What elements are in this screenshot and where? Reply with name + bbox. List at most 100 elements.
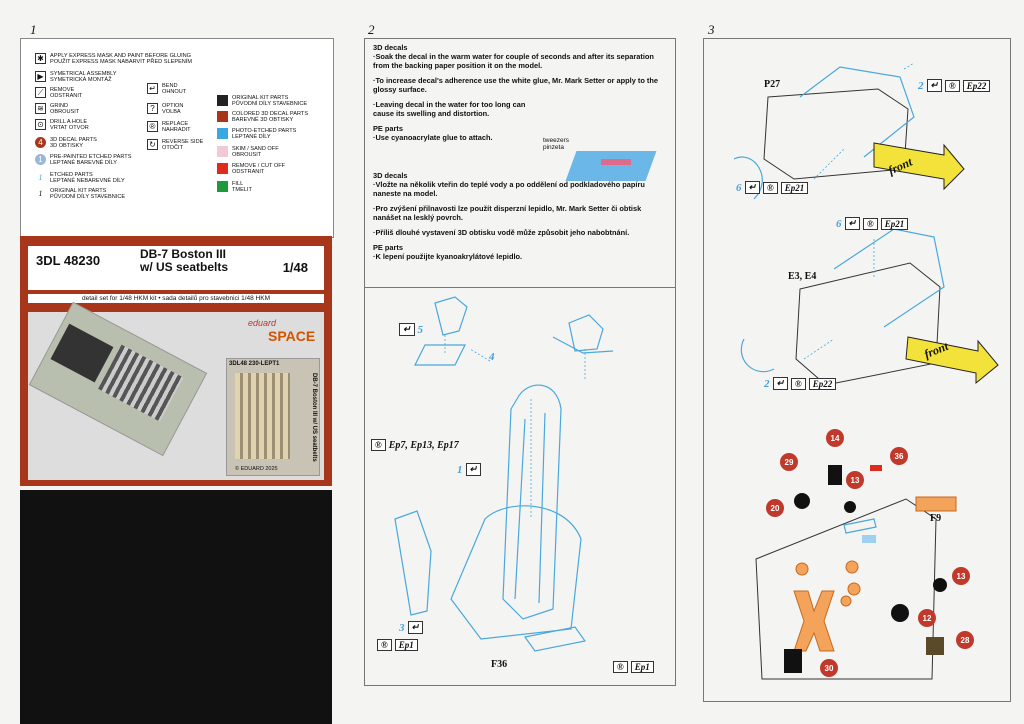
page-number-3: 3 — [708, 22, 715, 37]
ref-1-bend: 1↵ — [457, 463, 482, 476]
ref-bend-5: ↵5 — [399, 323, 423, 336]
product-name-line2: w/ US seatbelts — [140, 260, 229, 274]
ref-2-ep22-bottom: 2↵®Ep22 — [764, 377, 837, 390]
decal-sheet — [28, 301, 208, 457]
brand-logo-space: SPACE — [268, 328, 316, 344]
cockpit-diagram — [733, 62, 999, 680]
drill-icon: ⊙ — [35, 119, 46, 130]
legend-text: ORIGINAL KIT PARTS PŮVODNÍ DÍLY STAVEBNI… — [50, 188, 126, 200]
replace-icon: ® — [863, 217, 878, 230]
en-3d-title: 3D decals — [373, 43, 408, 52]
replace-icon: ® — [613, 661, 628, 673]
bend-icon: ↵ — [926, 79, 943, 92]
decal-badge: 29 — [780, 453, 798, 471]
page-number-2: 2 — [368, 22, 375, 37]
seat-diagram — [394, 296, 614, 652]
color-swatch — [217, 128, 228, 139]
legend-text: ETCHED PARTS LEPTANÉ NEBAREVNÉ DÍLY — [50, 172, 125, 184]
product-subtitle: detail set for 1/48 HKM kit • sada detai… — [28, 294, 324, 303]
instructions-en: 3D decals ·Soak the decal in the warm wa… — [373, 43, 663, 142]
legend-item: ?OPTION VOLBA — [147, 103, 183, 115]
replace-icon: ® — [377, 639, 392, 651]
product-photo: eduard SPACE 3DL48 230-LEPT1 DB-7 Boston… — [28, 301, 324, 480]
legend-text: OPTION VOLBA — [162, 103, 184, 115]
decal-instrument-panel — [50, 323, 114, 383]
decal-badge: 12 — [918, 609, 936, 627]
legend-item: ↵ BEND OHNOUT — [147, 83, 186, 95]
tweezers-label: tweezers pinzeta — [543, 137, 570, 151]
replace-icon: ® — [763, 181, 778, 194]
part-label: Ep21 — [880, 217, 909, 230]
cz-pe-step1: ·K lepení použijte kyanoakrylátové lepid… — [373, 252, 523, 261]
divider — [365, 287, 675, 288]
cz-pe-title: PE parts — [373, 243, 403, 252]
decal-badge: 13 — [846, 471, 864, 489]
color-swatch — [217, 181, 228, 192]
en-3d-step3: ·Leaving decal in the water for too long… — [373, 100, 526, 118]
product-name: DB-7 Boston III w/ US seatbelts — [140, 248, 228, 274]
legend-item: ≋GRIND OBROUSIT — [35, 103, 79, 115]
bend-icon: ↵ — [399, 323, 415, 336]
decal-badge: 13 — [952, 567, 970, 585]
legend-box: ✱APPLY EXPRESS MASK AND PAINT BEFORE GLU… — [20, 38, 334, 238]
fret-code: 3DL48 230-LEPT1 — [229, 361, 280, 367]
symmetry-icon: ▶ — [35, 71, 46, 82]
replace-icon: ® — [147, 121, 158, 132]
legend-text: SKIM / SAND OFF OBROUSIT — [232, 146, 279, 158]
ref-replace-ep1b: ®Ep1 — [613, 661, 654, 673]
decal-badge: 30 — [820, 659, 838, 677]
decal-badge: 20 — [766, 499, 784, 517]
part-label: Ep1 — [394, 639, 418, 651]
color-swatch — [217, 95, 228, 106]
color-swatch — [217, 146, 228, 157]
legend-text: GRIND OBROUSIT — [50, 103, 80, 115]
etched-icon: 1 — [38, 172, 43, 182]
decal-badge: 28 — [956, 631, 974, 649]
legend-text: SYMETRICAL ASSEMBLY SYMETRICKÁ MONTÁŽ — [50, 71, 117, 83]
part-number: 2 — [764, 377, 770, 390]
product-code: 3DL 48230 — [36, 253, 101, 268]
color-key-item: ORIGINAL KIT PARTS PŮVODNÍ DÍLY STAVEBNI… — [217, 95, 307, 107]
copyright: © EDUARD 2025 — [235, 466, 278, 472]
ref-3-bend: 3↵ — [399, 621, 424, 634]
legend-text: BEND OHNOUT — [162, 83, 187, 95]
bend-icon: ↵ — [407, 621, 424, 634]
legend-text: REMOVE ODSTRANIT — [50, 87, 83, 99]
part-number: 2 — [918, 79, 924, 92]
legend-item: ✱APPLY EXPRESS MASK AND PAINT BEFORE GLU… — [35, 53, 192, 65]
decal-icon: 4 — [35, 137, 46, 148]
decal-badge: 36 — [890, 447, 908, 465]
legend-item: ▶ SYMETRICAL ASSEMBLY SYMETRICKÁ MONTÁŽ — [35, 71, 117, 83]
bend-icon: ↵ — [744, 181, 761, 194]
instructions-cz: 3D decals ·Vložte na několik vteřin do t… — [373, 171, 663, 261]
part-label: Ep1 — [630, 661, 654, 673]
ref-6-ep21-lower: 6↵®Ep21 — [836, 217, 909, 230]
legend-text: ORIGINAL KIT PARTS PŮVODNÍ DÍLY STAVEBNI… — [232, 95, 308, 107]
page-number-1: 1 — [30, 22, 37, 37]
mask-icon: ✱ — [35, 53, 46, 64]
color-key-item: FILL TMELIT — [217, 181, 252, 193]
ref-replace-ep1a: ®Ep1 — [377, 639, 418, 651]
part-e3-e4: E3, E4 — [788, 271, 817, 282]
bend-icon: ↵ — [147, 83, 158, 94]
reverse-icon: ↻ — [147, 139, 158, 150]
cz-3d-title: 3D decals — [373, 171, 408, 180]
remove-icon: ⟋ — [35, 87, 46, 98]
part-label: Ep22 — [808, 377, 837, 390]
legend-text: REPLACE NAHRADIT — [162, 121, 191, 133]
product-name-line1: DB-7 Boston III — [140, 247, 226, 261]
part-p27: P27 — [764, 79, 781, 90]
part-number: 5 — [417, 323, 424, 336]
tweezers-illustration: tweezers pinzeta — [541, 137, 657, 187]
decal-on-dish — [601, 159, 631, 165]
en-pe-step1: ·Use cyanoacrylate glue to attach. — [373, 133, 493, 142]
en-pe-title: PE parts — [373, 124, 403, 133]
part-f36: F36 — [491, 659, 508, 670]
color-swatch — [217, 111, 228, 122]
ref-replace-ep-group: ®Ep7, Ep13, Ep17 — [371, 439, 459, 451]
part-label: Ep21 — [780, 181, 809, 194]
legend-text: FILL TMELIT — [232, 181, 252, 193]
cz-3d-step1: ·Vložte na několik vteřin do teplé vody … — [373, 180, 645, 198]
legend-text: REVERSE SIDE OTOČIT — [162, 139, 204, 151]
